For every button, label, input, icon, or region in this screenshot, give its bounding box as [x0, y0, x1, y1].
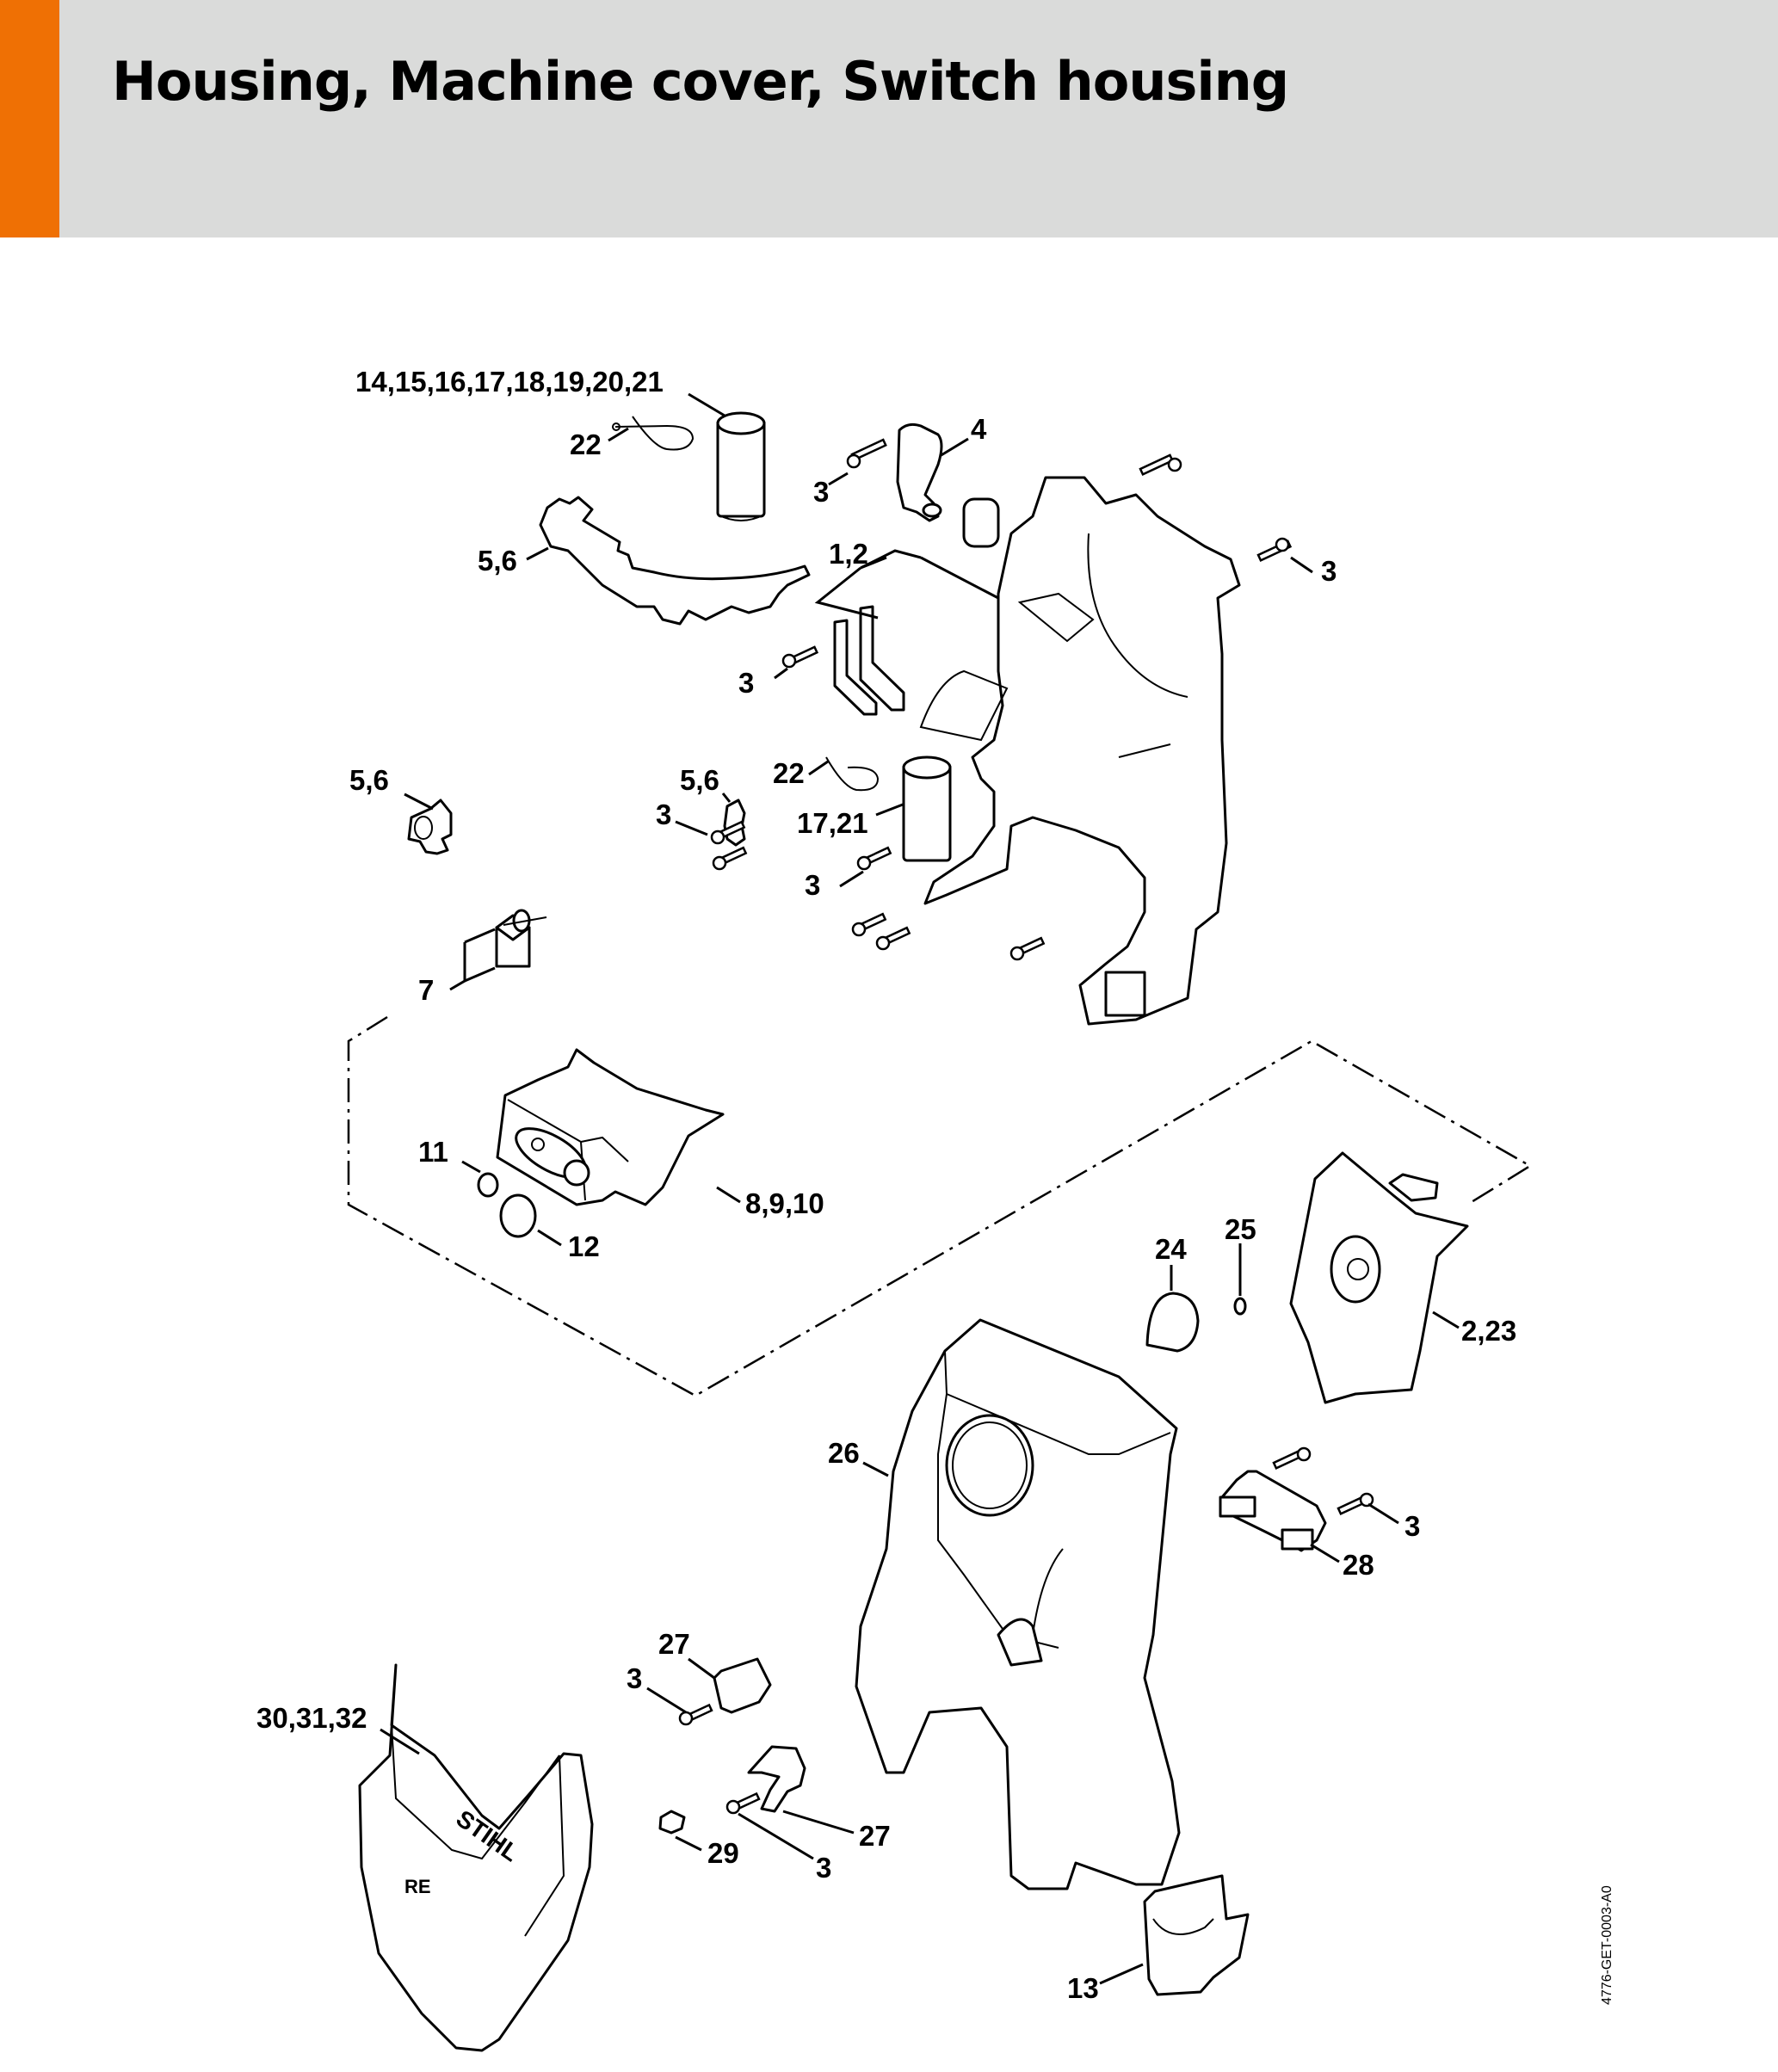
o-ring-part[interactable]: [1233, 1297, 1247, 1316]
callout-29[interactable]: 29: [707, 1837, 739, 1869]
screw-icon[interactable]: [1139, 453, 1182, 477]
callout-2-23[interactable]: 2,23: [1461, 1315, 1516, 1347]
bearing-block-part[interactable]: [407, 799, 453, 855]
sleeve-part[interactable]: [499, 1193, 537, 1238]
callout-11[interactable]: 11: [418, 1136, 448, 1168]
callout-7[interactable]: 7: [418, 974, 434, 1006]
machine-cover-part[interactable]: [855, 1318, 1181, 1890]
leader-lines: [380, 392, 1460, 1985]
screw-icon[interactable]: [712, 846, 748, 871]
callout-22[interactable]: 22: [570, 429, 602, 460]
callout-3[interactable]: 3: [805, 869, 820, 901]
callout-28[interactable]: 28: [1343, 1549, 1374, 1581]
ring-part[interactable]: [477, 1172, 499, 1198]
leader-1-2: [814, 566, 879, 620]
callout-12[interactable]: 12: [568, 1230, 600, 1262]
screw-icon[interactable]: [851, 912, 887, 937]
callout-5-6[interactable]: 5,6: [349, 764, 389, 796]
callout-8-9-10[interactable]: 8,9,10: [745, 1187, 824, 1219]
screw-icon[interactable]: [1272, 1446, 1312, 1471]
header-banner: Housing, Machine cover, Switch housing: [0, 0, 1778, 237]
lever-part[interactable]: [896, 422, 943, 522]
callout-3[interactable]: 3: [816, 1852, 831, 1884]
front-cover-model: RE: [404, 1876, 431, 1897]
page-title: Housing, Machine cover, Switch housing: [112, 50, 1289, 113]
knob-part[interactable]: [1145, 1292, 1200, 1353]
accent-bar: [0, 0, 59, 237]
screw-icon[interactable]: [710, 820, 746, 845]
screw-icon[interactable]: [846, 438, 887, 469]
cable-tie-part[interactable]: [612, 416, 695, 451]
foam-strip-part[interactable]: [833, 605, 905, 716]
callout-13[interactable]: 13: [1067, 1972, 1099, 2004]
callout-3[interactable]: 3: [1404, 1510, 1420, 1542]
screw-icon[interactable]: [678, 1703, 713, 1726]
screws: [678, 438, 1374, 1815]
callout-5-6[interactable]: 5,6: [478, 545, 517, 577]
cable-tie-part-2[interactable]: [825, 756, 880, 792]
callout-27[interactable]: 27: [658, 1628, 690, 1660]
cylinder-filter-part[interactable]: [716, 411, 766, 521]
hook-part[interactable]: [747, 1745, 806, 1813]
leader-7: [449, 942, 466, 991]
screw-icon[interactable]: [781, 645, 819, 669]
seal-plate-part[interactable]: [539, 496, 811, 626]
callout-1-2[interactable]: 1,2: [829, 538, 868, 570]
callout-3[interactable]: 3: [656, 799, 671, 830]
callout-22[interactable]: 22: [773, 757, 805, 789]
callout-14-21[interactable]: 14,15,16,17,18,19,20,21: [355, 366, 664, 398]
leader-1-2b: [920, 556, 999, 600]
callout-3[interactable]: 3: [813, 476, 829, 508]
leader-1-2c: [860, 549, 922, 570]
switch-part[interactable]: [495, 909, 547, 968]
document-id: 4776-GET-0003-A0: [1600, 1885, 1614, 2005]
clamp-part[interactable]: [658, 1810, 686, 1835]
handle-bracket-part[interactable]: [1219, 1470, 1327, 1552]
callout-3[interactable]: 3: [627, 1662, 642, 1694]
cover-plate-part[interactable]: [1289, 1151, 1469, 1404]
callout-3[interactable]: 3: [738, 667, 754, 699]
screw-icon[interactable]: [725, 1791, 761, 1815]
callout-3[interactable]: 3: [1321, 555, 1337, 587]
switch-housing-part[interactable]: [496, 1048, 725, 1206]
holder-part[interactable]: [1143, 1874, 1250, 1996]
screw-icon[interactable]: [875, 926, 911, 951]
callout-labels: 14,15,16,17,18,19,20,21 22 4 3 3 5,6 1,2…: [256, 366, 1516, 2004]
callout-5-6[interactable]: 5,6: [680, 764, 719, 796]
callout-17-21[interactable]: 17,21: [797, 807, 868, 839]
housing-part[interactable]: [919, 476, 1241, 1026]
screw-icon[interactable]: [1009, 936, 1046, 961]
callout-26[interactable]: 26: [828, 1437, 860, 1469]
callout-24[interactable]: 24: [1155, 1233, 1187, 1265]
callout-25[interactable]: 25: [1225, 1213, 1256, 1245]
callout-4[interactable]: 4: [971, 413, 987, 445]
screw-icon[interactable]: [1337, 1492, 1374, 1516]
group-outline: [347, 1015, 1533, 1397]
front-cover-part[interactable]: STIHL RE: [358, 1663, 594, 2052]
screw-icon[interactable]: [856, 846, 892, 871]
callout-27[interactable]: 27: [859, 1820, 891, 1852]
cap-part[interactable]: [713, 1657, 772, 1714]
screw-icon[interactable]: [1256, 537, 1293, 563]
cylinder-filter-part-2[interactable]: [902, 755, 952, 862]
callout-30-32[interactable]: 30,31,32: [256, 1702, 367, 1734]
